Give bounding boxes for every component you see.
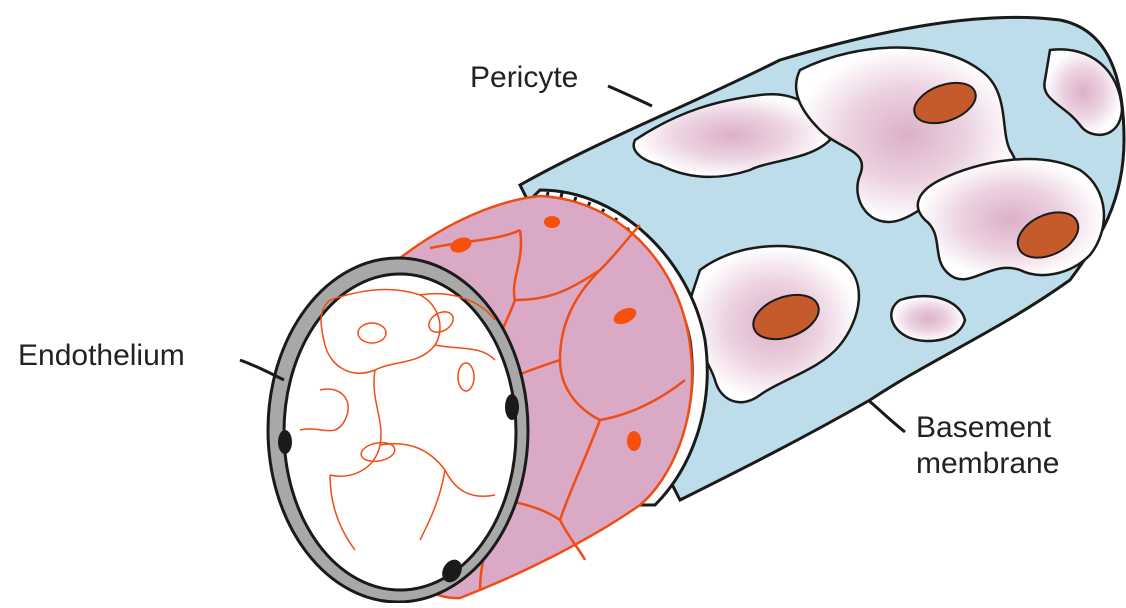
label-basement-line1: Basement	[916, 410, 1059, 446]
endothelial-nucleus	[627, 431, 641, 451]
pericyte-leader	[608, 86, 652, 106]
label-endothelium: Endothelium	[18, 338, 185, 374]
endothelial-nucleus	[544, 216, 560, 228]
label-basement-line2: membrane	[916, 446, 1059, 482]
basement-leader	[868, 400, 905, 432]
lumen	[284, 274, 516, 590]
label-pericyte: Pericyte	[470, 60, 578, 96]
label-basement-membrane: Basement membrane	[916, 410, 1059, 482]
wall-nucleus	[505, 394, 519, 420]
wall-nucleus	[278, 430, 292, 454]
